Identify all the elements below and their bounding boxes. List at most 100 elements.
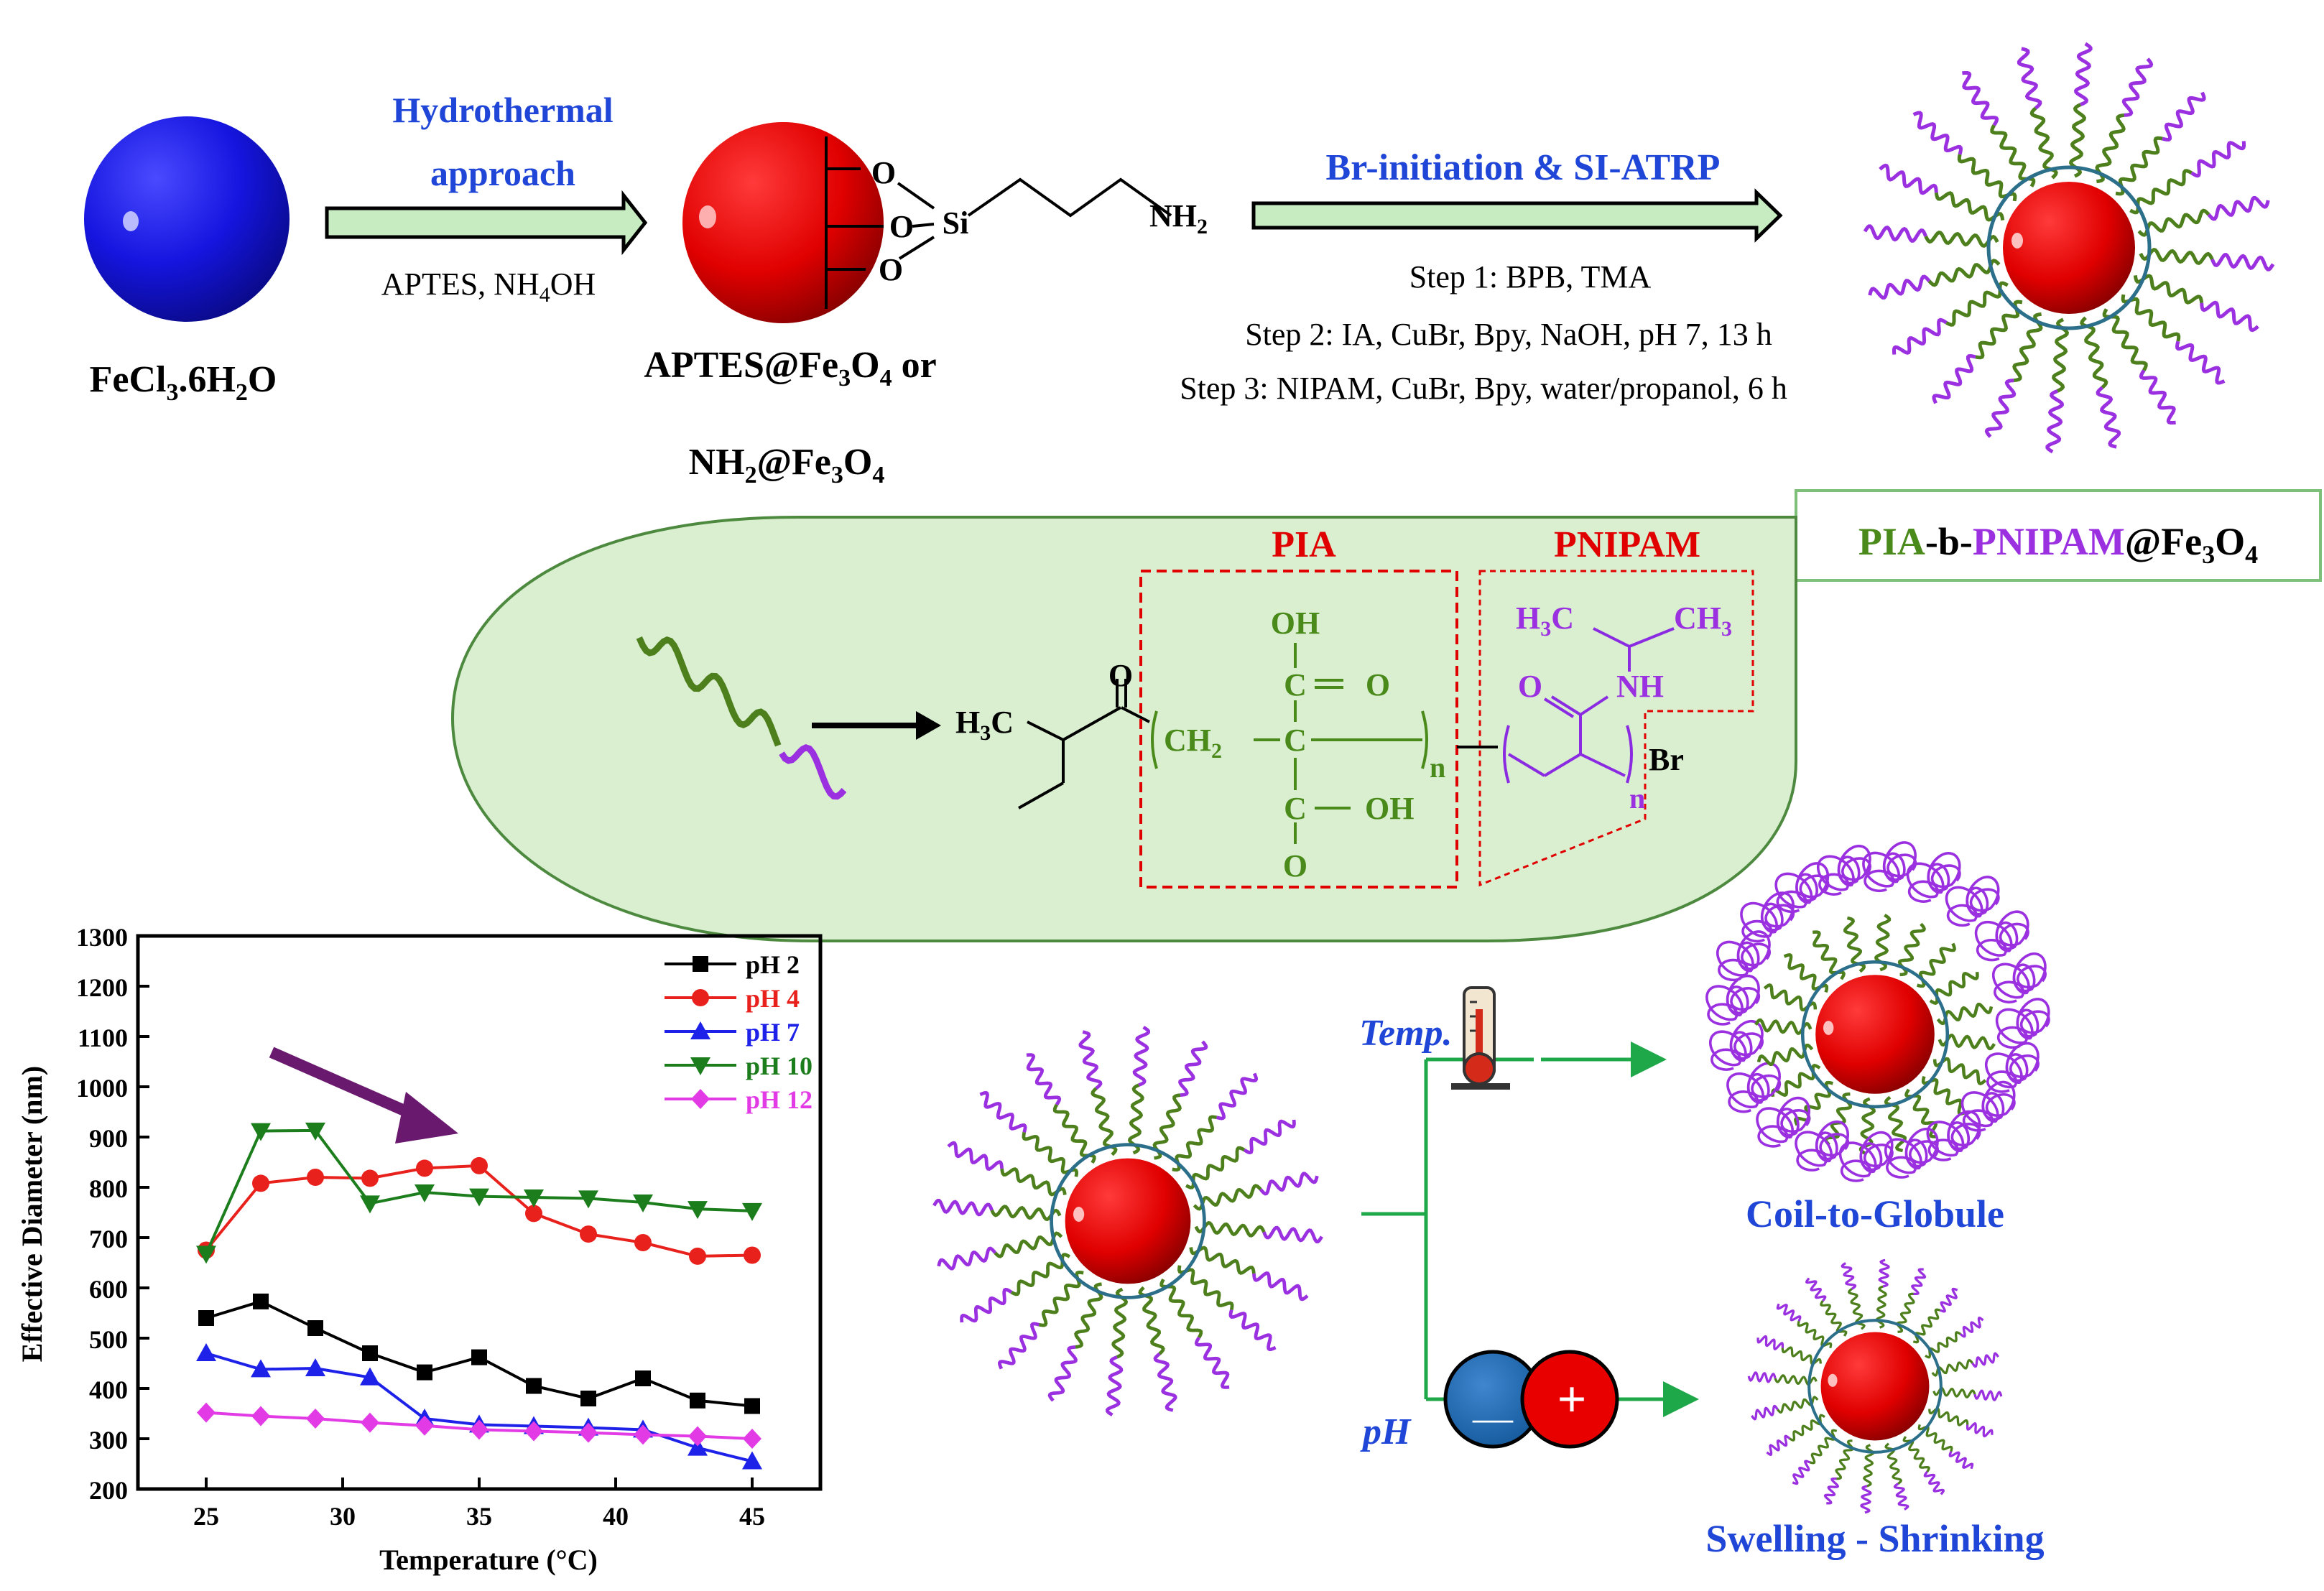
legend-label: pH 12 <box>746 1085 813 1114</box>
pia-c-top: C <box>1284 667 1307 702</box>
legend-entry: pH 4 <box>665 984 800 1013</box>
legend-label: pH 2 <box>746 950 800 979</box>
temp-label: Temp. <box>1359 1013 1453 1054</box>
legend-entry: pH 12 <box>665 1085 813 1114</box>
coil-globule-label: Coil-to-Globule <box>1746 1192 2004 1235</box>
data-point-ph-12 <box>470 1419 489 1440</box>
y-tick-label: 1000 <box>76 1074 128 1103</box>
data-point-ph-4 <box>580 1225 597 1243</box>
data-point-ph-7 <box>196 1343 216 1361</box>
silane-linker <box>826 167 1172 271</box>
pnipam-o: O <box>1518 669 1542 704</box>
pia-oh-top: OH <box>1271 606 1320 641</box>
data-point-ph-12 <box>361 1412 379 1433</box>
y-tick-label: 900 <box>89 1124 128 1153</box>
data-point-ph-10 <box>688 1201 708 1220</box>
pia-c-bottom: C <box>1284 791 1307 826</box>
silane-nh2: NH2 <box>1149 198 1208 238</box>
y-tick-label: 600 <box>89 1275 128 1304</box>
pnipam-ch3: CH3 <box>1674 600 1732 641</box>
swelling-particle <box>1747 1258 2003 1514</box>
structure-arrow <box>812 711 941 740</box>
data-point-ph-2 <box>307 1320 323 1336</box>
y-tick-label: 1100 <box>78 1024 128 1052</box>
pia-oh-bottom: OH <box>1365 791 1414 826</box>
y-tick-label: 800 <box>89 1174 128 1203</box>
silane-o1: O <box>871 155 896 190</box>
ph-label: pH <box>1360 1411 1412 1452</box>
data-point-ph-2 <box>690 1392 705 1409</box>
data-point-ph-10 <box>633 1195 653 1212</box>
data-point-ph-10 <box>305 1122 325 1141</box>
pia-ch2: CH2 <box>1164 723 1222 763</box>
silane-o2: O <box>889 209 914 244</box>
hydrothermal-label-line2: approach <box>430 153 575 193</box>
data-point-ph-10 <box>469 1188 489 1207</box>
plus-sign: + <box>1557 1370 1586 1428</box>
legend-label: pH 10 <box>746 1052 813 1080</box>
hydrothermal-arrow <box>325 190 648 256</box>
legend-entry: pH 2 <box>665 950 800 979</box>
data-point-ph-12 <box>634 1424 652 1445</box>
chart-plot-area <box>136 934 823 1491</box>
intermediate-label-line1: APTES@Fe3O4 or <box>644 345 936 391</box>
pnipam-n: n <box>1629 782 1645 815</box>
x-tick-label: 45 <box>739 1502 765 1531</box>
x-tick-label: 25 <box>193 1502 219 1531</box>
data-point-ph-2 <box>417 1364 432 1381</box>
data-point-ph-2 <box>471 1349 487 1365</box>
y-tick-label: 700 <box>89 1225 128 1253</box>
data-point-ph-4 <box>416 1159 433 1177</box>
pia-n: n <box>1430 751 1445 784</box>
data-point-ph-4 <box>361 1169 379 1187</box>
copolymer-chain-icon <box>636 636 847 800</box>
data-point-ph-12 <box>251 1406 270 1427</box>
data-point-ph-7 <box>360 1367 380 1386</box>
legend-entry: pH 10 <box>665 1052 813 1080</box>
hydrothermal-label-line1: Hydrothermal <box>392 90 613 130</box>
data-point-ph-2 <box>744 1398 760 1414</box>
x-axis-label: Temperature (°C) <box>379 1544 598 1576</box>
fecl3-label: FeCl3.6H2O <box>90 359 277 406</box>
aptes-reagent-label: APTES, NH4OH <box>381 266 596 307</box>
x-tick-label: 40 <box>603 1502 629 1531</box>
minus-sign: — <box>1472 1396 1514 1440</box>
pia-c-mid: C <box>1284 723 1307 758</box>
product-label: PIA-b-PNIPAM@Fe3O4 <box>1858 520 2258 569</box>
x-tick-label: 35 <box>466 1502 492 1531</box>
branch-connector <box>1361 1042 1699 1417</box>
trend-arrow <box>269 1047 458 1144</box>
step1-text: Step 1: BPB, TMA <box>1409 259 1652 294</box>
pnipam-nh: NH <box>1616 669 1664 704</box>
y-tick-label: 200 <box>89 1476 128 1505</box>
data-point-ph-4 <box>689 1247 706 1265</box>
series-ph-4 <box>198 1156 761 1265</box>
product-label-box <box>1795 489 2322 582</box>
series-ph-10 <box>196 1122 762 1264</box>
data-point-ph-2 <box>198 1310 214 1326</box>
atrp-label: Br-initiation & SI-ATRP <box>1326 147 1721 188</box>
silane-o3: O <box>879 252 903 287</box>
y-tick-label: 500 <box>89 1325 128 1354</box>
data-point-ph-2 <box>253 1293 269 1309</box>
data-point-ph-12 <box>743 1429 761 1449</box>
swelling-label: Swelling - Shrinking <box>1705 1517 2044 1560</box>
data-point-ph-10 <box>578 1190 598 1209</box>
pnipam-h3c: H3C <box>1516 600 1574 641</box>
data-point-ph-10 <box>742 1202 762 1221</box>
pia-label: PIA <box>1272 524 1336 565</box>
y-tick-label: 400 <box>89 1376 128 1404</box>
data-point-ph-10 <box>251 1123 271 1141</box>
data-point-ph-7 <box>251 1359 271 1378</box>
data-point-ph-2 <box>526 1378 542 1394</box>
thermometer-icon <box>1451 986 1510 1090</box>
data-point-ph-4 <box>634 1234 652 1251</box>
data-point-ph-7 <box>688 1437 708 1456</box>
fecl3-sphere <box>84 116 290 322</box>
y-axis-label: Effective Diameter (nm) <box>16 1066 48 1362</box>
data-point-ph-12 <box>688 1426 707 1447</box>
silane-si: Si <box>943 205 969 241</box>
data-point-ph-10 <box>524 1189 544 1207</box>
data-point-ph-10 <box>415 1184 435 1202</box>
